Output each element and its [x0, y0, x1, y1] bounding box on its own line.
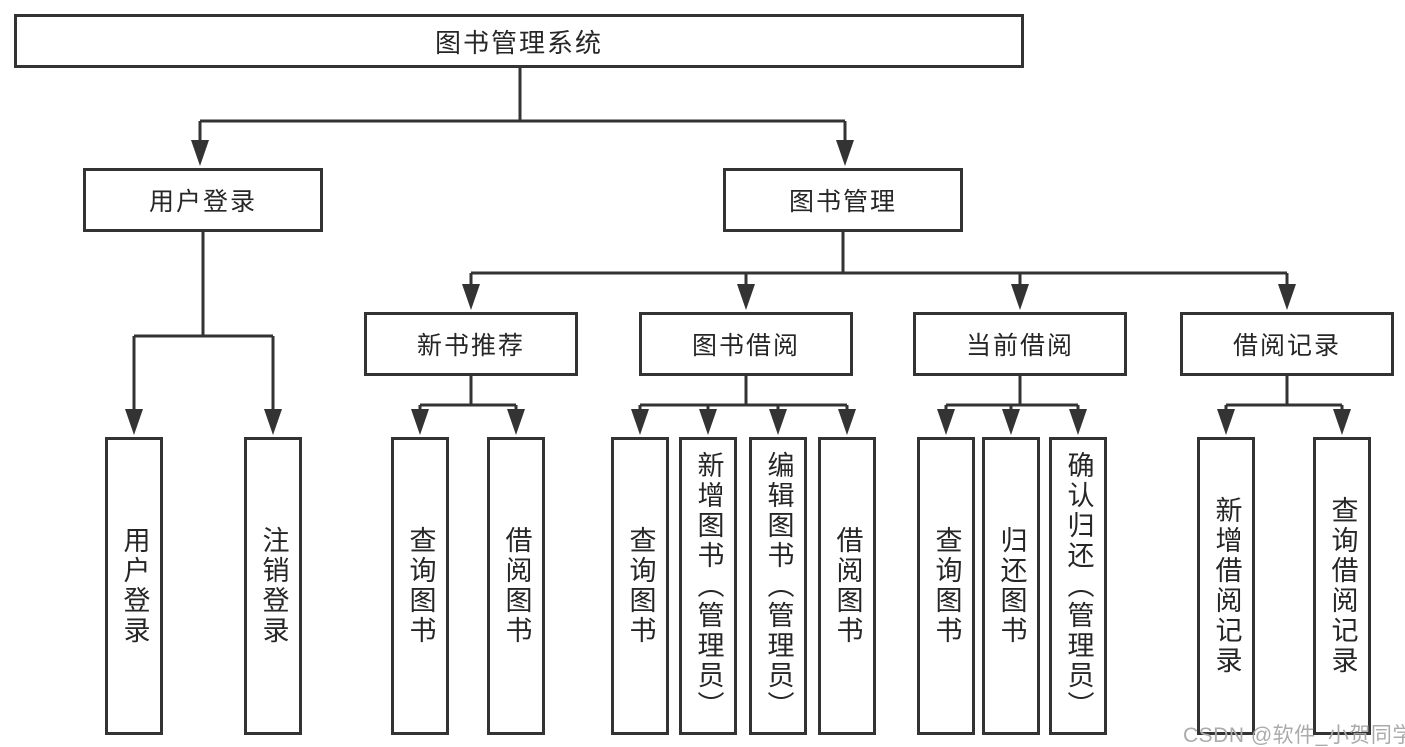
- leaf-query-books-current: 查询图书: [917, 437, 975, 735]
- node-new-book-recommend: 新书推荐: [364, 312, 578, 376]
- leaf-user-login: 用户登录: [105, 437, 163, 735]
- leaf-query-books-recommend: 查询图书: [391, 437, 449, 735]
- leaf-label: 查询借阅记录: [1327, 496, 1358, 676]
- leaf-return-book: 归还图书: [982, 437, 1040, 735]
- node-label: 图书管理系统: [434, 27, 603, 58]
- leaf-label: 用户登录: [119, 526, 150, 646]
- leaf-label: 归还图书: [996, 526, 1027, 646]
- node-label: 借阅记录: [1232, 332, 1341, 360]
- leaf-label: 注销登录: [258, 526, 289, 646]
- leaf-label: 新增图书（管理员）: [693, 451, 724, 721]
- node-label: 新书推荐: [416, 332, 525, 360]
- leaf-query-borrow-record: 查询借阅记录: [1313, 437, 1371, 735]
- leaf-add-borrow-record: 新增借阅记录: [1197, 437, 1255, 735]
- node-current-borrow: 当前借阅: [913, 312, 1127, 376]
- leaf-label: 借阅图书: [832, 526, 863, 646]
- node-book-borrow: 图书借阅: [639, 312, 853, 376]
- leaf-label: 确认归还（管理员）: [1063, 451, 1094, 721]
- leaf-label: 查询图书: [625, 526, 656, 646]
- node-label: 图书借阅: [691, 332, 800, 360]
- leaf-label: 编辑图书（管理员）: [763, 451, 794, 721]
- leaf-add-book-admin: 新增图书（管理员）: [679, 437, 737, 735]
- node-label: 图书管理: [788, 188, 897, 216]
- node-library-management-system: 图书管理系统: [14, 14, 1024, 68]
- leaf-label: 借阅图书: [501, 526, 532, 646]
- leaf-borrow-books-recommend: 借阅图书: [487, 437, 545, 735]
- leaf-borrow-books: 借阅图书: [818, 437, 876, 735]
- leaf-label: 查询图书: [931, 526, 962, 646]
- leaf-logout: 注销登录: [244, 437, 302, 735]
- node-borrow-records: 借阅记录: [1180, 312, 1394, 376]
- node-label: 用户登录: [148, 188, 257, 216]
- leaf-label: 新增借阅记录: [1211, 496, 1242, 676]
- node-user-login: 用户登录: [83, 168, 323, 232]
- leaf-query-books-borrow: 查询图书: [611, 437, 669, 735]
- csdn-watermark: CSDN @软件_小贺同学: [1183, 724, 1405, 747]
- leaf-label: 查询图书: [405, 526, 436, 646]
- leaf-confirm-return-admin: 确认归还（管理员）: [1049, 437, 1107, 735]
- node-book-management: 图书管理: [723, 168, 963, 232]
- node-label: 当前借阅: [965, 332, 1074, 360]
- leaf-edit-book-admin: 编辑图书（管理员）: [749, 437, 807, 735]
